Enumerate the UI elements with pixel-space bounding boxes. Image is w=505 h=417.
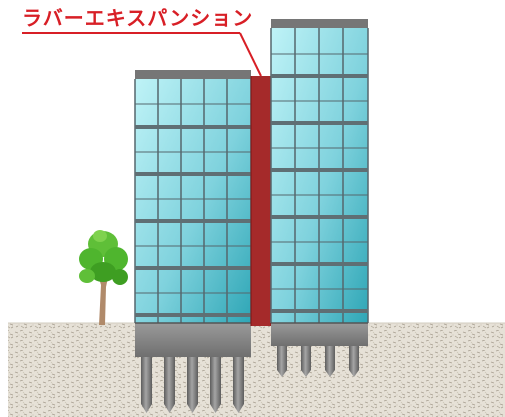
left-building — [134, 70, 252, 357]
pile — [277, 346, 287, 377]
pile — [141, 356, 152, 413]
tree-foliage — [90, 262, 116, 282]
callout-label: ラバーエキスパンション — [22, 6, 254, 30]
pile — [187, 356, 198, 413]
pile — [210, 356, 221, 413]
callout-pointer — [239, 32, 262, 77]
tree-foliage — [93, 230, 107, 242]
tree-icon — [79, 230, 128, 325]
tree-foliage — [79, 269, 95, 283]
left-floor-slabs — [135, 125, 251, 317]
left-floor-lines — [135, 103, 251, 294]
pile — [164, 356, 175, 413]
right-building — [270, 19, 369, 346]
right-piles — [277, 346, 359, 377]
tree-foliage — [112, 269, 128, 285]
right-roof-slab — [271, 19, 368, 28]
left-piles — [141, 356, 244, 413]
rubber-expansion-joint — [251, 76, 271, 326]
left-roof-slab — [135, 70, 251, 79]
ground — [8, 323, 505, 417]
left-facade — [135, 79, 251, 323]
pile — [301, 346, 311, 377]
right-floor-slabs — [271, 74, 368, 313]
pile — [349, 346, 359, 377]
right-floor-lines — [271, 53, 368, 290]
left-foundation — [135, 323, 251, 357]
right-foundation — [271, 323, 368, 346]
callout-leader — [22, 32, 262, 77]
pile — [233, 356, 244, 413]
pile — [325, 346, 335, 377]
